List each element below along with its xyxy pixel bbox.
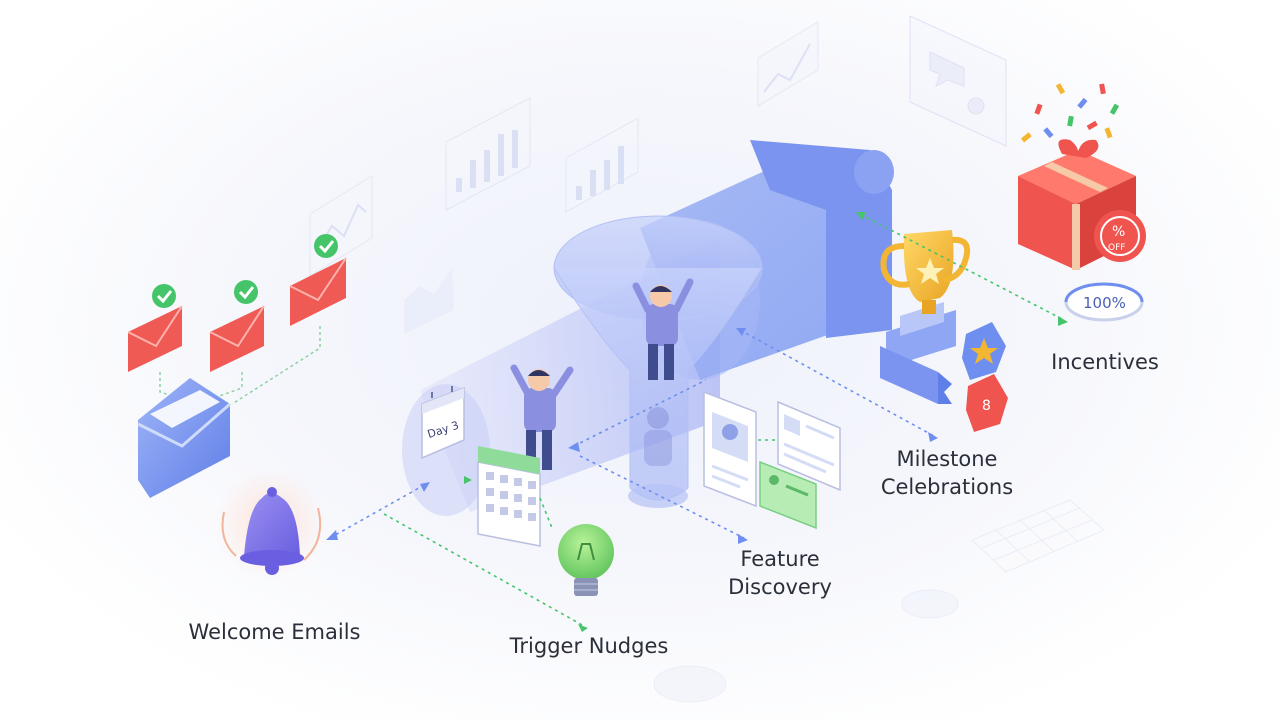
discount-symbol-text: % bbox=[1112, 224, 1125, 240]
lightbulb-icon bbox=[558, 524, 614, 596]
arrow-left-icon bbox=[326, 530, 338, 540]
sent-email-icon bbox=[289, 234, 347, 326]
sent-email-icon bbox=[127, 284, 183, 372]
discount-tag-icon: % OFF bbox=[1094, 210, 1146, 262]
background-chart-cards bbox=[309, 15, 1105, 703]
arrowheads bbox=[326, 212, 1068, 632]
cheering-person-icon bbox=[632, 278, 694, 380]
bar-chart-card-icon bbox=[565, 117, 639, 213]
bar-chart-card-icon bbox=[445, 97, 531, 211]
confetti bbox=[1020, 83, 1120, 143]
welcome-emails-label: Welcome Emails bbox=[172, 618, 377, 646]
trigger-nudges-label: Trigger Nudges bbox=[494, 632, 684, 660]
trigger-nudges-text: Trigger Nudges bbox=[509, 634, 669, 658]
feature-discovery-line1: Feature bbox=[740, 547, 820, 571]
notification-bell-icon bbox=[214, 468, 326, 580]
star-badge-icon bbox=[962, 322, 1006, 380]
area-chart-icon bbox=[404, 268, 454, 334]
schedule-calendar-icon bbox=[477, 446, 541, 547]
incentives-text: Incentives bbox=[1051, 350, 1159, 374]
open-envelope-icon bbox=[137, 378, 231, 498]
grid-pattern-icon bbox=[971, 499, 1105, 573]
milestone-line1: Milestone bbox=[896, 447, 998, 471]
pie-chart-icon bbox=[653, 589, 959, 703]
arrow-right-icon bbox=[578, 624, 588, 632]
milestone-celebrations-label: Milestone Celebrations bbox=[862, 445, 1032, 501]
cheering-person-icon bbox=[510, 364, 574, 470]
trend-chart-card-icon bbox=[757, 21, 819, 107]
arrow-right-icon bbox=[928, 432, 938, 442]
trophy-icon bbox=[880, 230, 970, 368]
arrow-left-icon bbox=[856, 212, 866, 220]
arrow-right-icon bbox=[420, 482, 430, 492]
medal-number-text: 8 bbox=[982, 398, 991, 414]
arrow-right-icon bbox=[1058, 316, 1068, 326]
sent-email-icon bbox=[209, 280, 265, 372]
welcome-emails-text: Welcome Emails bbox=[188, 620, 361, 644]
ribbon-banner-icon bbox=[880, 346, 952, 404]
email-sequence bbox=[127, 234, 347, 405]
incentives-label: Incentives bbox=[1038, 348, 1172, 376]
feature-cards bbox=[703, 390, 841, 530]
number-medal-icon: 8 bbox=[966, 374, 1008, 432]
message-window-icon bbox=[909, 15, 1007, 147]
arrow-left-icon bbox=[736, 328, 746, 336]
progress-badge: 100% bbox=[1064, 282, 1144, 322]
content-card-icon bbox=[777, 400, 841, 492]
discount-word-text: OFF bbox=[1108, 243, 1125, 253]
flow-connectors bbox=[329, 213, 1065, 627]
profile-card-icon bbox=[703, 390, 757, 508]
feature-discovery-label: Feature Discovery bbox=[712, 545, 848, 601]
calendar-day-icon: Day 3 bbox=[421, 386, 465, 460]
milestone-line2: Celebrations bbox=[880, 475, 1014, 499]
arrow-left-icon bbox=[568, 442, 580, 452]
feature-discovery-line2: Discovery bbox=[728, 575, 832, 599]
progress-text: 100% bbox=[1083, 294, 1126, 312]
arrow-right-icon bbox=[464, 476, 472, 484]
arrow-right-icon bbox=[738, 534, 748, 544]
person-silhouette-icon bbox=[644, 407, 672, 466]
success-card-icon bbox=[759, 460, 817, 530]
